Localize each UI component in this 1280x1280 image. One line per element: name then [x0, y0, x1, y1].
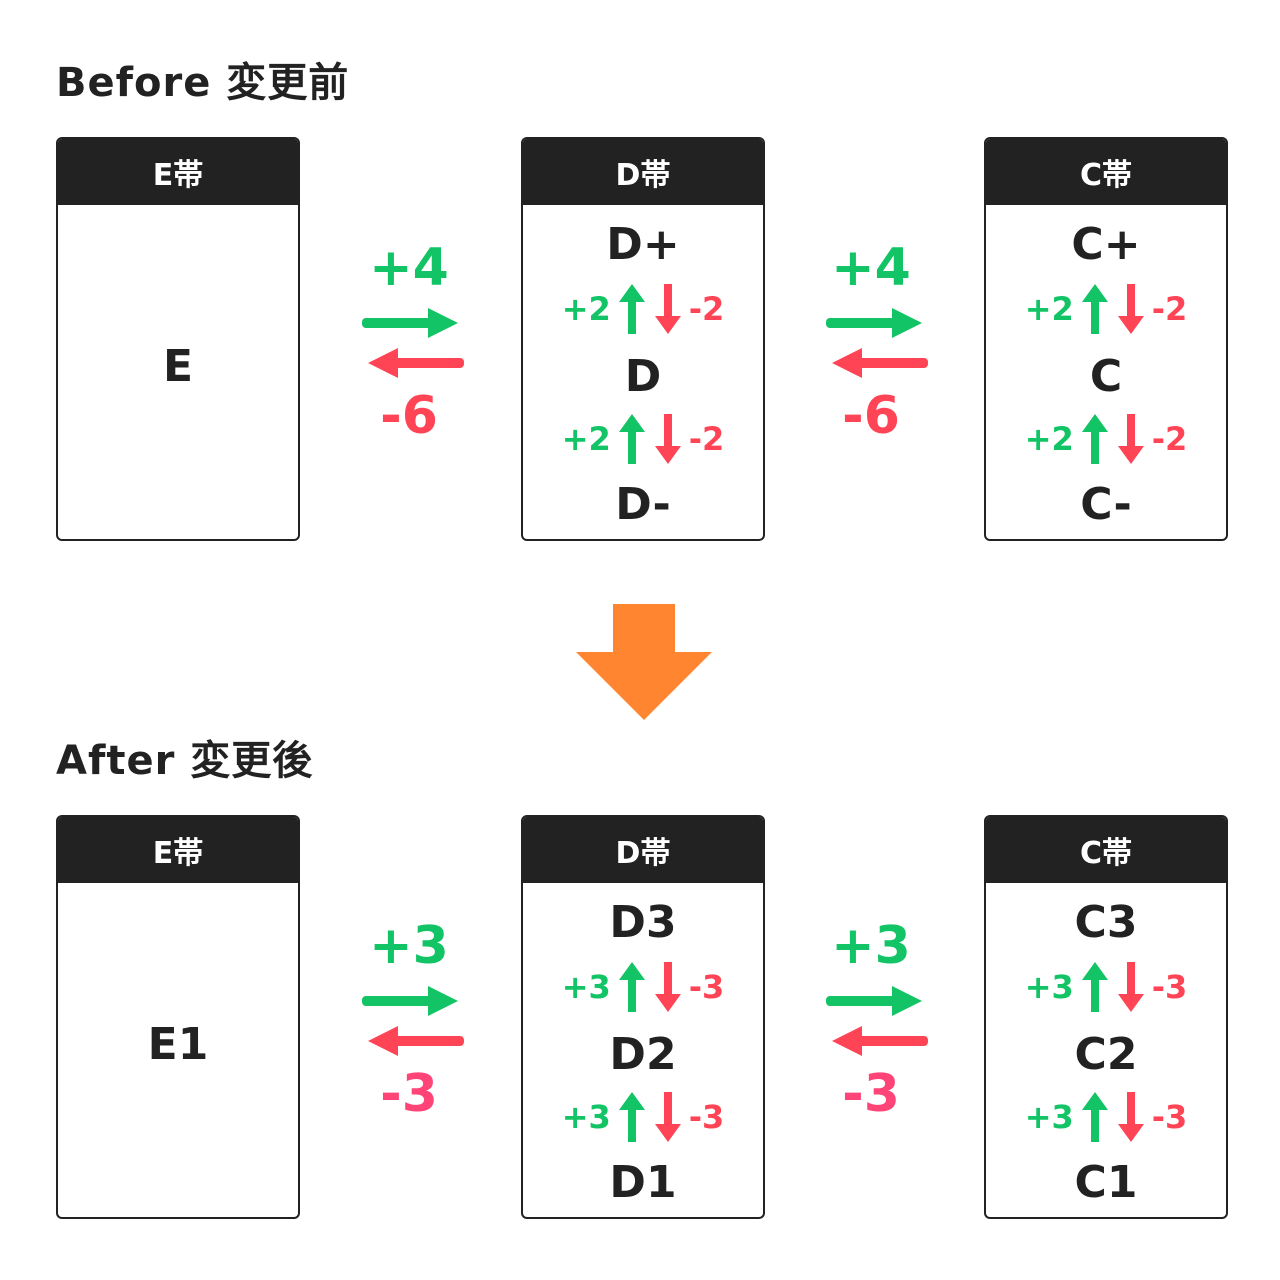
- demotion-points: -3: [842, 1064, 900, 1124]
- after-heading: After 変更後: [56, 738, 314, 784]
- arrow-down-icon: [1117, 1092, 1144, 1142]
- arrow-right-icon: [826, 308, 922, 338]
- step-up-value: +3: [1024, 1098, 1074, 1136]
- step-down-value: -3: [688, 1098, 725, 1136]
- arrow-up-icon: [618, 284, 645, 334]
- promotion-points: +3: [369, 916, 449, 976]
- panel-header: C帯: [986, 817, 1226, 883]
- panel-body: E1: [58, 883, 298, 1217]
- step-row: +3 -3: [523, 959, 763, 1015]
- panel-body: D+ +2 -2 D +2 -2 D-: [523, 205, 763, 539]
- arrow-down-icon: [654, 414, 681, 464]
- panel-body: C+ +2 -2 C +2 -2 C-: [986, 205, 1226, 539]
- panel-header: E帯: [58, 139, 298, 205]
- step-row: +2 -2: [523, 281, 763, 337]
- step-row: +2 -2: [986, 281, 1226, 337]
- arrow-right-icon: [362, 308, 458, 338]
- grade-top: C3: [1074, 897, 1138, 948]
- after-c-band-panel: C帯 C3 +3 -3 C2 +3 -3 C1: [984, 815, 1228, 1219]
- before-heading: Before 変更前: [56, 60, 350, 106]
- step-down-value: -3: [1151, 968, 1188, 1006]
- arrow-left-icon: [832, 1026, 928, 1056]
- step-down-value: -2: [688, 420, 725, 458]
- step-down-value: -2: [1151, 290, 1188, 328]
- promotion-points: +3: [831, 916, 911, 976]
- arrow-left-icon: [832, 348, 928, 378]
- grade-top: C+: [1071, 219, 1141, 270]
- arrow-up-icon: [1081, 284, 1108, 334]
- step-row: +3 -3: [986, 959, 1226, 1015]
- arrow-up-icon: [1081, 1092, 1108, 1142]
- arrow-down-icon: [654, 284, 681, 334]
- arrow-up-icon: [1081, 414, 1108, 464]
- step-row: +3 -3: [986, 1089, 1226, 1145]
- before-c-band-panel: C帯 C+ +2 -2 C +2 -2 C-: [984, 137, 1228, 541]
- after-e-band-panel: E帯 E1: [56, 815, 300, 1219]
- before-d-band-panel: D帯 D+ +2 -2 D +2 -2 D-: [521, 137, 765, 541]
- grade-middle: C: [1089, 351, 1123, 402]
- arrow-left-icon: [368, 1026, 464, 1056]
- arrow-down-icon: [654, 1092, 681, 1142]
- demotion-points: -3: [380, 1064, 438, 1124]
- step-row: +2 -2: [523, 411, 763, 467]
- arrow-left-icon: [368, 348, 464, 378]
- step-up-value: +3: [561, 968, 611, 1006]
- step-row: +2 -2: [986, 411, 1226, 467]
- grade-middle: D2: [609, 1029, 677, 1080]
- panel-header: D帯: [523, 817, 763, 883]
- step-up-value: +2: [1024, 290, 1074, 328]
- panel-header: D帯: [523, 139, 763, 205]
- grade-label: E: [162, 341, 194, 392]
- arrow-up-icon: [618, 414, 645, 464]
- arrow-up-icon: [618, 962, 645, 1012]
- step-up-value: +3: [1024, 968, 1074, 1006]
- panel-header: E帯: [58, 817, 298, 883]
- grade-middle: D: [624, 351, 662, 402]
- step-up-value: +2: [1024, 420, 1074, 458]
- step-up-value: +3: [561, 1098, 611, 1136]
- after-d-band-panel: D帯 D3 +3 -3 D2 +3 -3 D1: [521, 815, 765, 1219]
- before-e-band-panel: E帯 E: [56, 137, 300, 541]
- step-down-value: -2: [1151, 420, 1188, 458]
- arrow-down-large-icon: [576, 604, 712, 720]
- panel-header: C帯: [986, 139, 1226, 205]
- arrow-down-icon: [654, 962, 681, 1012]
- promotion-points: +4: [369, 238, 449, 298]
- panel-body: D3 +3 -3 D2 +3 -3 D1: [523, 883, 763, 1217]
- before-transfer-e-d: +4 -6: [354, 242, 464, 452]
- grade-bottom: D-: [615, 479, 671, 530]
- after-transfer-e-d: +3 -3: [354, 920, 464, 1130]
- grade-label: E1: [147, 1019, 209, 1070]
- arrow-right-icon: [826, 986, 922, 1016]
- step-down-value: -3: [688, 968, 725, 1006]
- after-transfer-d-c: +3 -3: [816, 916, 928, 1130]
- grade-middle: C2: [1074, 1029, 1138, 1080]
- step-down-value: -3: [1151, 1098, 1188, 1136]
- promotion-points: +4: [831, 238, 911, 298]
- grade-top: D+: [606, 219, 680, 270]
- step-up-value: +2: [561, 420, 611, 458]
- demotion-points: -6: [842, 386, 900, 446]
- arrow-down-icon: [1117, 962, 1144, 1012]
- grade-bottom: C1: [1074, 1157, 1138, 1208]
- arrow-up-icon: [618, 1092, 645, 1142]
- before-transfer-d-c: +4 -6: [816, 238, 928, 452]
- arrow-down-icon: [1117, 414, 1144, 464]
- grade-bottom: C-: [1080, 479, 1132, 530]
- demotion-points: -6: [380, 386, 438, 446]
- arrow-down-icon: [1117, 284, 1144, 334]
- step-row: +3 -3: [523, 1089, 763, 1145]
- grade-bottom: D1: [609, 1157, 677, 1208]
- arrow-right-icon: [362, 986, 458, 1016]
- grade-top: D3: [609, 897, 677, 948]
- arrow-up-icon: [1081, 962, 1108, 1012]
- panel-body: C3 +3 -3 C2 +3 -3 C1: [986, 883, 1226, 1217]
- step-up-value: +2: [561, 290, 611, 328]
- panel-body: E: [58, 205, 298, 539]
- step-down-value: -2: [688, 290, 725, 328]
